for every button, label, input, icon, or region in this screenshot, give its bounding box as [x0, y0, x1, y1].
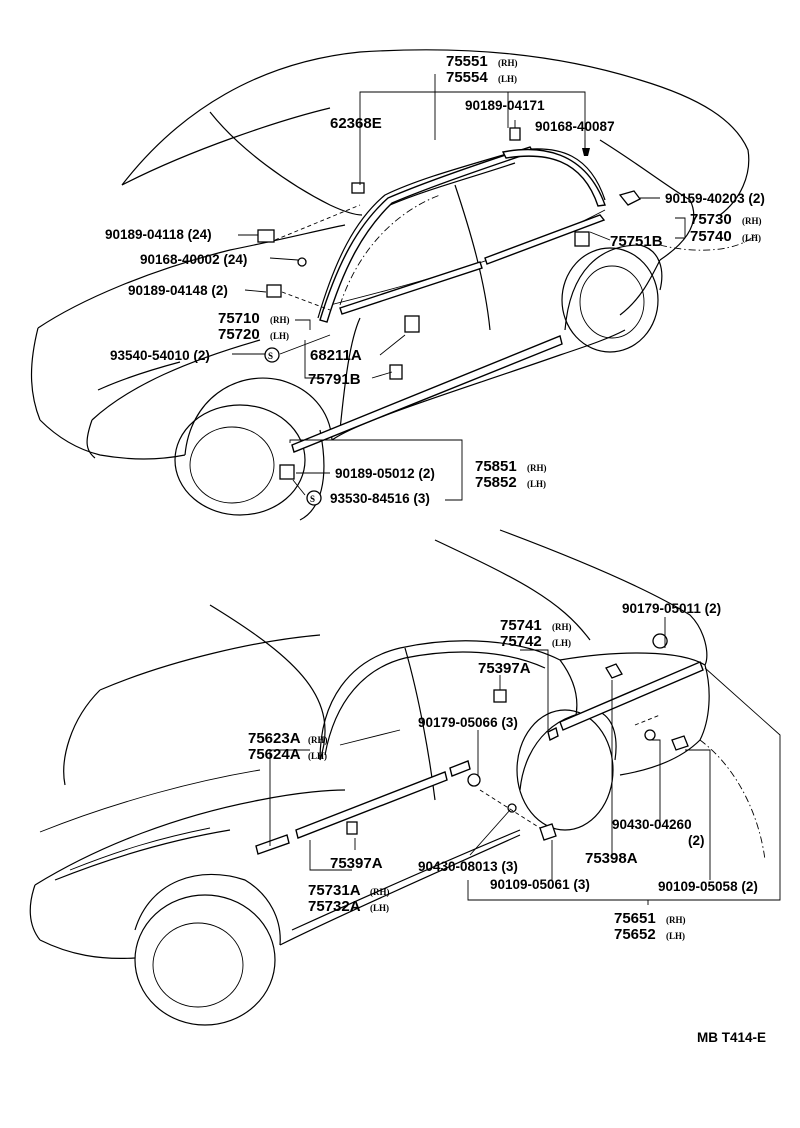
label-75623A-rh: (RH) [308, 735, 328, 745]
label-90168-40002: 90168-40002 (24) [140, 252, 247, 267]
label-75731A: 75731A [308, 882, 361, 899]
label-75852: 75852 [475, 474, 517, 491]
upper-leaders [232, 74, 756, 501]
label-90430-08013: 90430-08013 (3) [418, 859, 518, 874]
label-75741: 75741 [500, 617, 542, 634]
label-75710: 75710 [218, 310, 260, 327]
label-75732A: 75732A [308, 898, 361, 915]
label-75710-rh: (RH) [270, 315, 290, 325]
label-75397A-bottom: 75397A [330, 855, 383, 872]
lower-fasteners [346, 633, 689, 841]
label-90179-05066: 90179-05066 (3) [418, 715, 518, 730]
lower-leaders [269, 617, 781, 905]
label-90430-04260: 90430-04260 [612, 817, 692, 832]
label-75791B: 75791B [308, 371, 361, 388]
s-marker-1: S [268, 351, 273, 361]
label-75652: 75652 [614, 926, 656, 943]
diagram-code: MB T414-E [697, 1030, 766, 1045]
label-75732A-lh: (LH) [370, 903, 389, 913]
label-75624A-lh: (LH) [308, 751, 327, 761]
label-75751B: 75751B [610, 233, 663, 250]
upper-car-outline [30, 49, 750, 521]
label-75740: 75740 [690, 228, 732, 245]
label-75720-lh: (LH) [270, 331, 289, 341]
label-75852-lh: (LH) [527, 479, 546, 489]
label-90179-05011: 90179-05011 (2) [622, 601, 721, 616]
label-75651-rh: (RH) [666, 915, 686, 925]
label-75740-lh: (LH) [742, 233, 761, 243]
label-75554-lh: (LH) [498, 74, 517, 84]
label-75720: 75720 [218, 326, 260, 343]
lower-car-outline [29, 529, 710, 1026]
label-90189-05012: 90189-05012 (2) [335, 466, 435, 481]
label-68211A: 68211A [310, 347, 362, 364]
label-90189-04171: 90189-04171 [465, 98, 545, 113]
label-75651: 75651 [614, 910, 656, 927]
label-90159-40203: 90159-40203 (2) [665, 191, 765, 206]
upper-labels: 75551 (RH) 75554 (LH) 62368E 90189-04171… [105, 53, 765, 506]
label-75741-rh: (RH) [552, 622, 572, 632]
label-75730-rh: (RH) [742, 216, 762, 226]
label-90168-40087: 90168-40087 [535, 119, 615, 134]
label-90189-04118: 90189-04118 (24) [105, 227, 212, 242]
label-75742: 75742 [500, 633, 542, 650]
label-93540-54010: 93540-54010 (2) [110, 348, 210, 363]
label-75730: 75730 [690, 211, 732, 228]
label-75851-rh: (RH) [527, 463, 547, 473]
label-90430-04260-qty: (2) [688, 833, 705, 848]
label-75551-rh: (RH) [498, 58, 518, 68]
label-90189-04148: 90189-04148 (2) [128, 283, 228, 298]
label-90109-05058: 90109-05058 (2) [658, 879, 758, 894]
label-75742-lh: (LH) [552, 638, 571, 648]
label-75623A: 75623A [248, 730, 301, 747]
label-75851: 75851 [475, 458, 517, 475]
label-75398A: 75398A [585, 850, 638, 867]
upper-fasteners [257, 127, 641, 480]
s-marker-2: S [310, 494, 315, 504]
lower-labels: 90179-05011 (2) 75741 (RH) 75742 (LH) 75… [248, 601, 758, 943]
label-75624A: 75624A [248, 746, 301, 763]
label-75554: 75554 [446, 69, 488, 86]
label-75652-lh: (LH) [666, 931, 685, 941]
label-62368E: 62368E [330, 115, 382, 132]
label-90109-05061: 90109-05061 (3) [490, 877, 590, 892]
label-75551: 75551 [446, 53, 488, 70]
label-75397A-top: 75397A [478, 660, 531, 677]
label-93530-84516: 93530-84516 (3) [330, 491, 430, 506]
label-75731A-rh: (RH) [370, 887, 390, 897]
